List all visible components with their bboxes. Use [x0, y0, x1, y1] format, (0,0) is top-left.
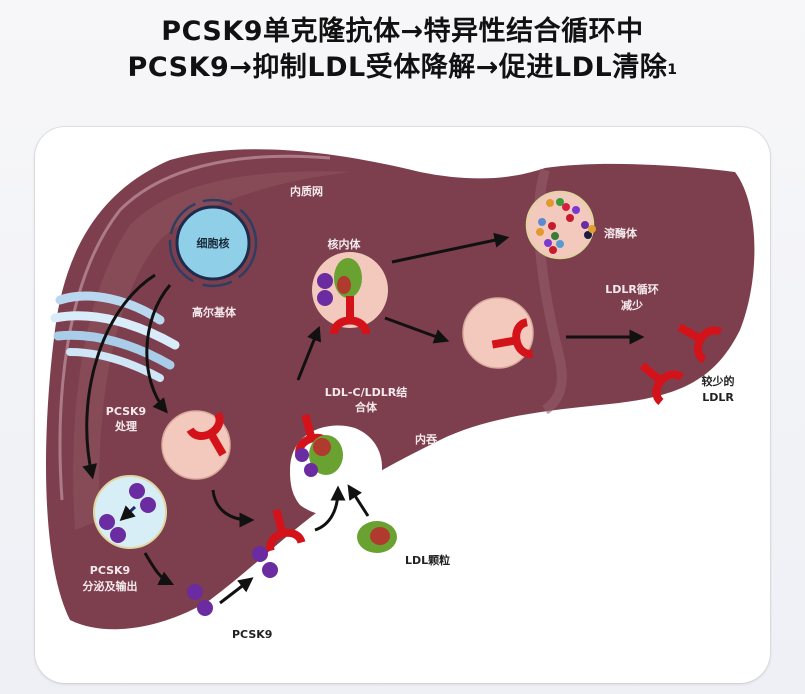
arrow-nucleus-to-processing [145, 284, 172, 414]
ldl-particle [357, 521, 397, 553]
complex-label-1: LDL-C/LDLR结 [325, 385, 407, 399]
arrow-endosome-to-lysosome [391, 232, 510, 264]
ldl-ldlr-complex [290, 411, 343, 477]
endocytosis-label: 内吞 [415, 432, 437, 446]
pcsk9-secretion-label-1: PCSK9 [90, 564, 130, 577]
arrow-pcsk9-to-receptor [219, 577, 254, 605]
title-line-2: PCSK9→抑制LDL受体降解→促进LDL清除1 [0, 50, 805, 86]
pcsk9-secretion-vesicle [93, 475, 167, 549]
arrow-nucleus-to-secretion [82, 273, 156, 480]
endosome-label: 核内体 [328, 237, 362, 251]
arrow-processing-to-membrane [211, 489, 255, 528]
arrow-secretion-out [143, 552, 175, 586]
arrow-endosome-to-recycle [384, 316, 450, 344]
pcsk9-processing-vesicle [161, 411, 237, 480]
lysosome [525, 190, 596, 260]
title-block: PCSK9单克隆抗体→特异性结合循环中 PCSK9→抑制LDL受体降解→促进LD… [0, 14, 805, 86]
pcsk9-processing-label-2: 处理 [114, 419, 137, 433]
pcsk9-secretion-label-2: 分泌及输出 [83, 579, 138, 593]
er-label: 内质网 [290, 184, 323, 198]
ldlr-recycle-label-2: 减少 [621, 298, 643, 312]
pcsk9-label: PCSK9 [232, 628, 272, 641]
arrow-complex-to-endosome [296, 325, 322, 381]
fewer-ldlr-label-1: 较少的 [702, 374, 735, 388]
fewer-ldlr-label-2: LDLR [702, 391, 734, 404]
recycling-vesicle [462, 297, 533, 369]
golgi-label: 高尔基体 [192, 305, 237, 319]
ldl-particle-label: LDL颗粒 [405, 553, 450, 567]
pcsk9-processing-label-1: PCSK9 [106, 405, 146, 418]
liver-highlight [58, 154, 331, 501]
nucleus-label: 细胞核 [197, 236, 230, 250]
arrow-ldl-to-pocket [347, 484, 370, 517]
liver-inner-sheen [73, 171, 350, 530]
ldlr-recycle-label-1: LDLR循环 [605, 282, 659, 296]
title-line-2-text: PCSK9→抑制LDL受体降解→促进LDL清除 [127, 52, 668, 83]
golgi-apparatus-icon [50, 291, 180, 382]
endosome [312, 252, 388, 334]
complex-label-2: 合体 [355, 400, 378, 414]
footnote-marker: 1 [667, 62, 678, 78]
lysosome-label: 溶酶体 [604, 226, 638, 240]
arrow-receptor-to-pocket [314, 485, 346, 532]
title-line-1: PCSK9单克隆抗体→特异性结合循环中 [161, 16, 644, 47]
nucleus: 细胞核 [168, 198, 258, 288]
